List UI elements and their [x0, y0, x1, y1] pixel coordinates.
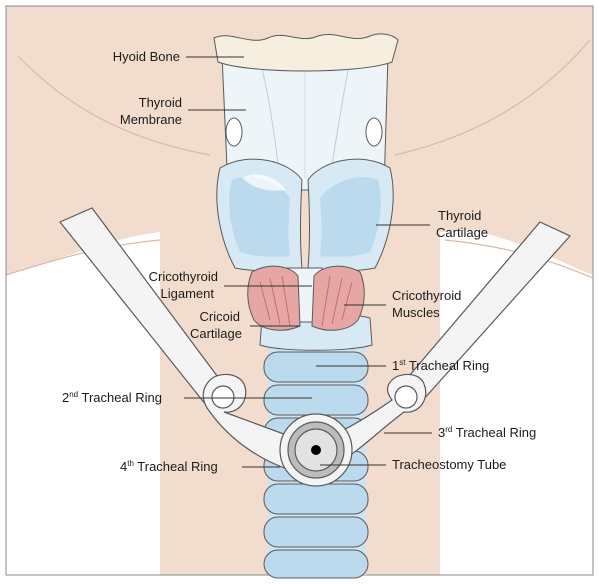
label-cricothyroid-ligament-line2: Ligament — [161, 286, 215, 301]
label-thyroid-cartilage-line2: Cartilage — [436, 225, 488, 240]
label-hyoid-bone: Hyoid Bone — [113, 49, 180, 64]
cricothyroid-muscle-left — [248, 266, 300, 330]
tracheal-ring-shape-7 — [264, 550, 368, 578]
tracheal-ring-shape-6 — [264, 517, 368, 547]
label-tracheal-ring-2: 2nd Tracheal Ring — [62, 390, 162, 405]
label-thyroid-membrane-line1: Thyroid — [139, 95, 182, 110]
label-cricoid-cartilage-line1: Cricoid — [200, 309, 240, 324]
tracheal-ring-shape-1 — [264, 352, 368, 382]
label-cricothyroid-muscles-line2: Muscles — [392, 305, 440, 320]
label-tracheal-ring-1: 1st Tracheal Ring — [392, 358, 489, 373]
label-cricothyroid-ligament-line1: Cricothyroid — [149, 269, 218, 284]
tracheal-ring-shape-2 — [264, 385, 368, 415]
label-thyroid-cartilage-line1: Thyroid — [438, 208, 481, 223]
hyoid-bone-shape — [214, 34, 398, 71]
label-thyroid-membrane-line2: Membrane — [120, 112, 182, 127]
cricothyroid-muscle-right — [312, 266, 364, 330]
label-cricothyroid-muscles-line1: Cricothyroid — [392, 288, 461, 303]
label-tracheostomy-tube: Tracheostomy Tube — [392, 457, 506, 472]
label-tracheal-ring-4: 4th Tracheal Ring — [120, 459, 218, 474]
label-cricoid-cartilage-line2: Cartilage — [190, 326, 242, 341]
retractor-left-hole — [212, 386, 234, 408]
tracheostomy-tube-shape — [280, 414, 352, 486]
label-tracheal-ring-3: 3rd Tracheal Ring — [438, 425, 536, 440]
retractor-right-hole — [395, 386, 417, 408]
cricothyroid-region — [248, 266, 365, 330]
tracheal-ring-shape-5 — [264, 484, 368, 514]
